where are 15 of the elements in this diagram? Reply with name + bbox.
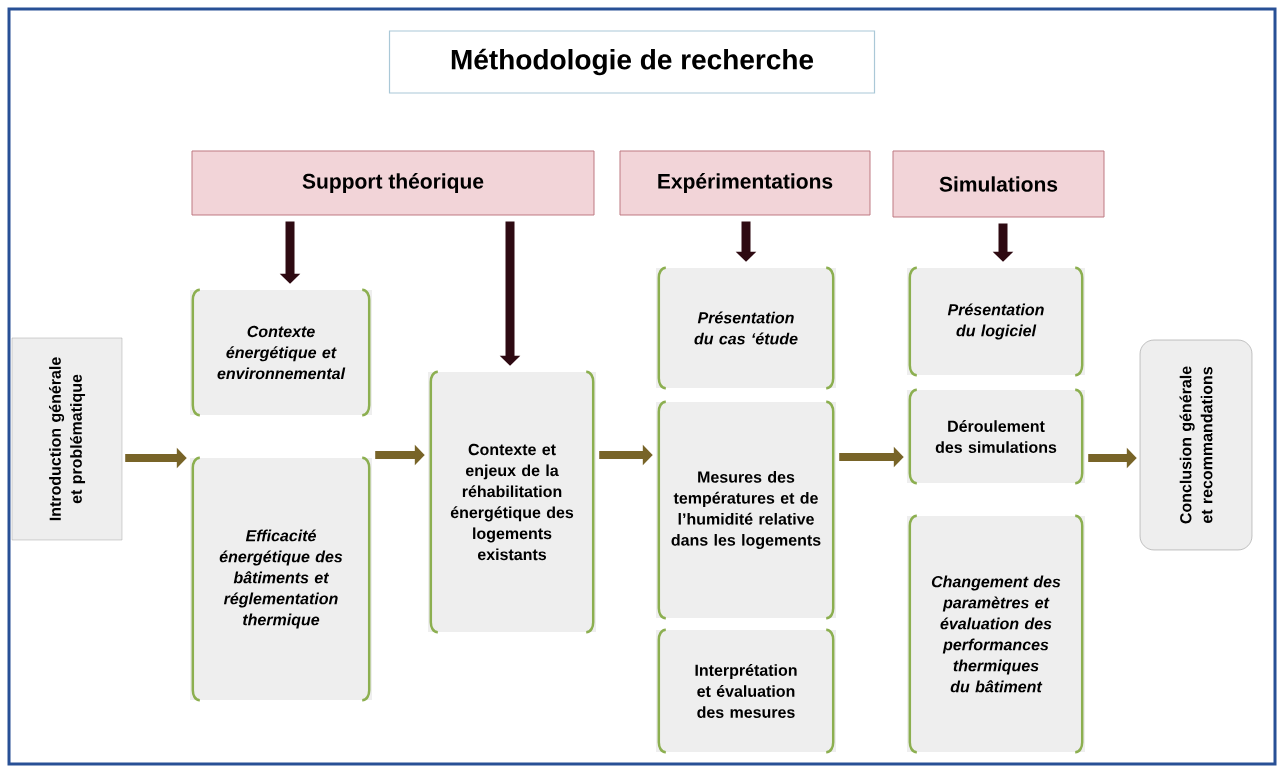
bracketed-box: Contexte et enjeux de la réhabilitation énergétique des logements existants bbox=[428, 370, 596, 634]
bracketed-box: Présentation du logiciel bbox=[907, 266, 1085, 377]
bracketed-box: Efficacité énergétique des bâtiments et réglementation thermique bbox=[190, 456, 372, 702]
bracketed-box: Déroulement des simulations bbox=[907, 388, 1085, 485]
bracketed-box: Présentation du cas ‘étude bbox=[656, 266, 836, 390]
bracketed-box: Mesures des températures et de l’humidité relative dans les logements bbox=[656, 400, 836, 620]
bracketed-box: Interprétation et évaluation des mesures bbox=[656, 628, 836, 754]
title-box: Méthodologie de recherche bbox=[388, 30, 876, 94]
header-box: Expérimentations bbox=[619, 150, 871, 216]
bracketed-box: Changement des paramètres et évaluation des performances thermiques du bâtiment bbox=[907, 514, 1085, 754]
bracketed-box: Contexte énergétique et environnemental bbox=[190, 288, 372, 417]
header-box: Support théorique bbox=[191, 150, 595, 216]
header-box: Simulations bbox=[892, 150, 1105, 218]
note-box: Introduction générale et problématique bbox=[11, 337, 123, 541]
rounded-box: Conclusion générale et recommandations bbox=[1139, 339, 1253, 551]
